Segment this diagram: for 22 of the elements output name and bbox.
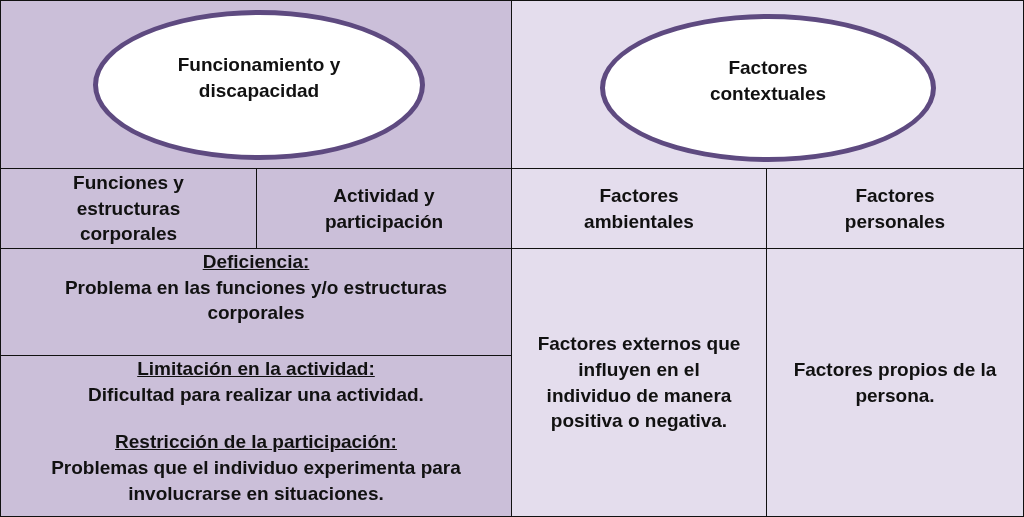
cell-text: Factores contextuales	[708, 56, 828, 106]
table-cell	[0, 168, 257, 249]
definition-heading: Deficiencia:	[202, 250, 310, 274]
cell-text: Factores ambientales	[583, 183, 695, 234]
definition-text: Problemas que el individuo experimenta para involucrarse en situaciones.	[50, 455, 462, 506]
table-cell	[766, 168, 1024, 249]
cell-text: Funcionamiento y discapacidad	[176, 53, 342, 103]
cell-text: Factores propios de la persona.	[792, 357, 998, 408]
cell-text: Actividad y participación	[323, 183, 445, 234]
table-cell	[766, 248, 1024, 517]
table-cell	[511, 248, 767, 517]
definition-heading: Limitación en la actividad:	[137, 357, 375, 381]
definition-text: Dificultad para realizar una actividad.	[88, 382, 424, 407]
definition-heading: Restricción de la participación:	[115, 430, 397, 455]
cell-text: Factores externos que influyen en el individuo de manera positiva o negativa.	[536, 332, 742, 434]
cell-text: Factores personales	[843, 183, 947, 234]
definition-cell	[0, 248, 512, 356]
definition-cell	[0, 355, 512, 517]
table-cell	[256, 168, 512, 249]
definition-text: Problema en las funciones y/o estructuras corporales	[63, 275, 449, 326]
table-cell	[511, 168, 767, 249]
cell-text: Funciones y estructuras corporales	[72, 171, 185, 247]
